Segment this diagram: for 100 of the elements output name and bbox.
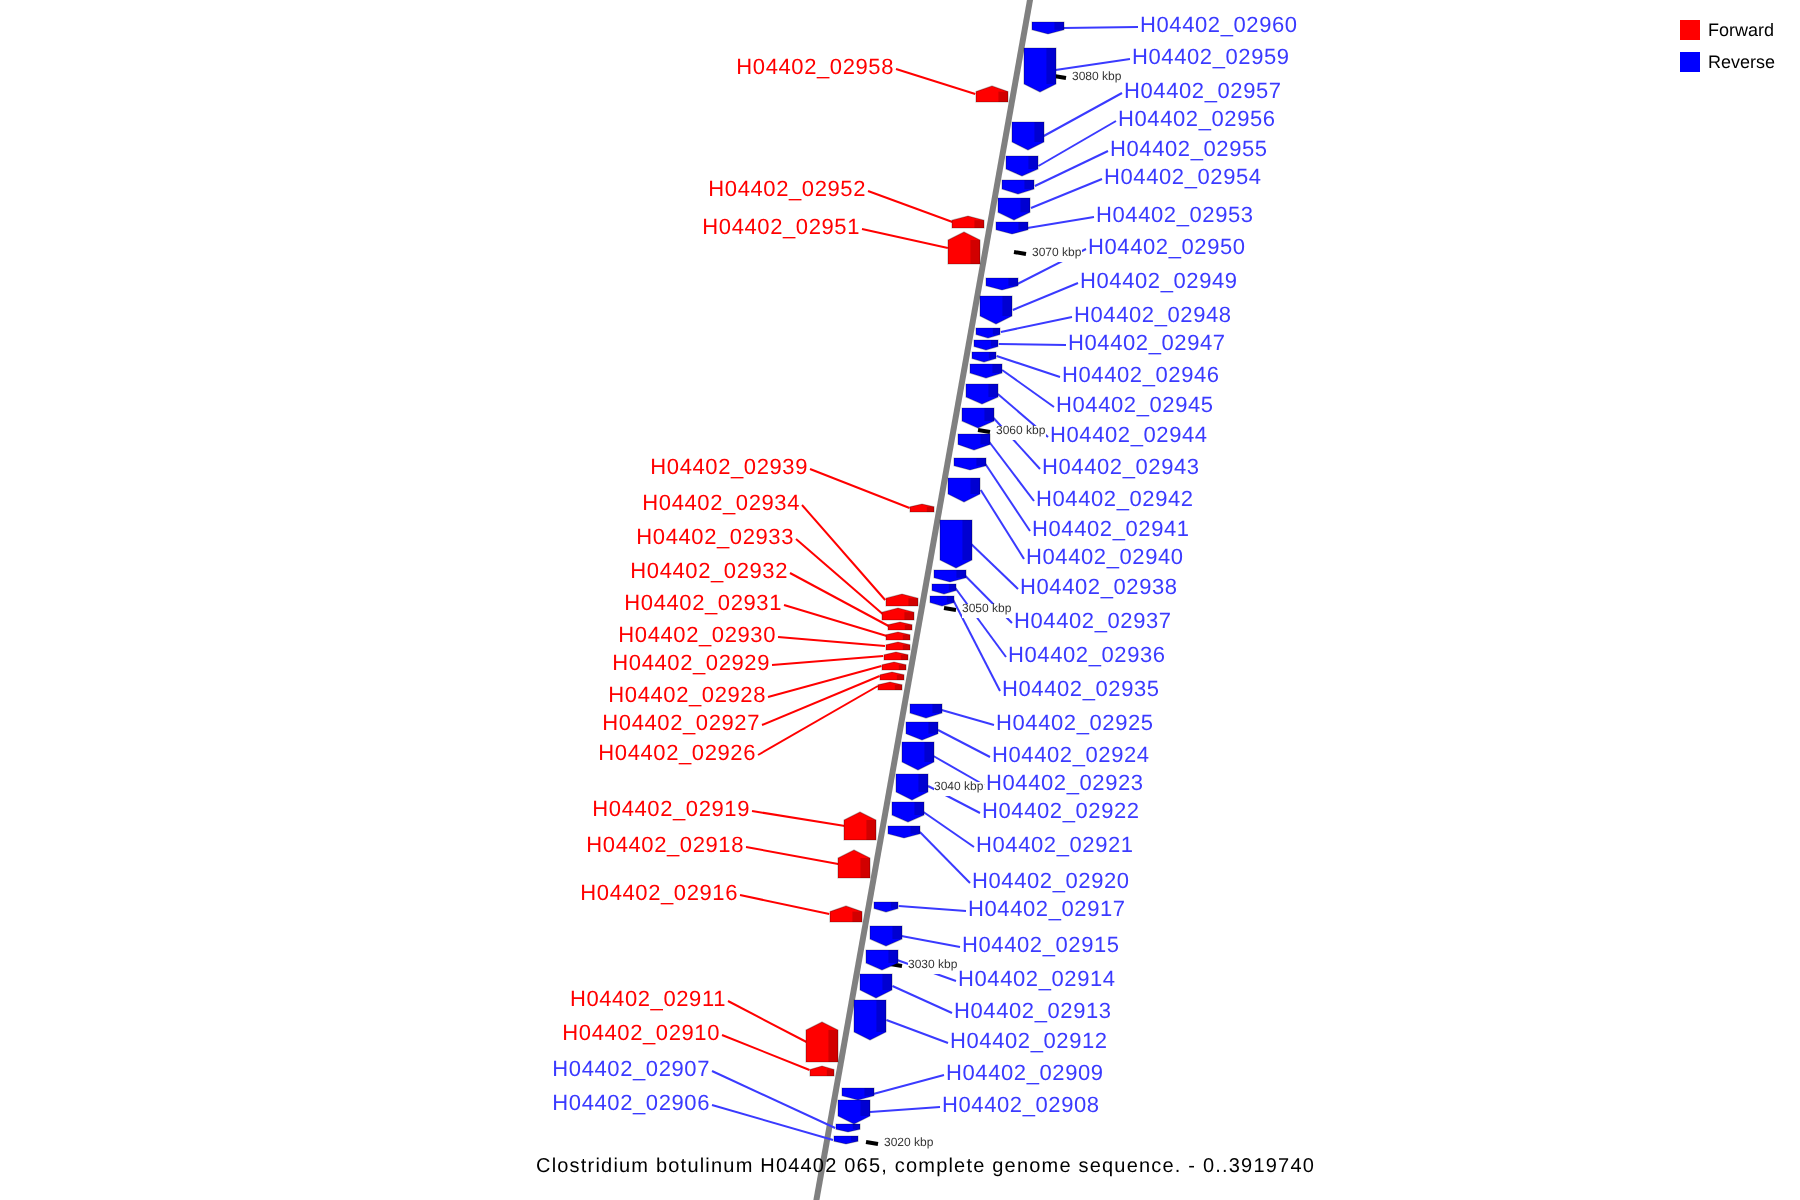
gene-block [881, 662, 906, 670]
gene-label: H04402_02921 [976, 834, 1134, 860]
legend-label: Forward [1708, 20, 1775, 42]
gene-block [995, 222, 1028, 234]
gene-label: H04402_02914 [958, 968, 1116, 994]
gene-label: H04402_02928 [608, 684, 766, 710]
leader-line [872, 1074, 945, 1095]
gene-block [879, 672, 904, 680]
gene-block [1011, 122, 1044, 150]
gene-block [957, 434, 990, 450]
gene-block [854, 1000, 887, 1040]
leader-line [900, 935, 961, 948]
gene-label: H04402_02945 [1056, 394, 1214, 420]
gene-label: H04402_02920 [972, 870, 1130, 896]
leader-line [896, 959, 957, 982]
gene-label: H04402_02929 [612, 652, 770, 678]
gene-label: H04402_02960 [1140, 14, 1298, 40]
gene-label: H04402_02927 [602, 712, 760, 738]
leader-line [999, 316, 1073, 333]
gene-block [882, 608, 915, 620]
leader-line [801, 504, 887, 601]
leader-line [867, 190, 954, 223]
leader-line [952, 599, 1001, 692]
leader-line [927, 785, 981, 814]
gene-block [931, 583, 956, 593]
leader-line [964, 575, 1013, 624]
gene-label: H04402_02943 [1042, 456, 1200, 482]
leader-line [984, 463, 1031, 532]
leader-line [795, 538, 884, 615]
gene-label: H04402_02930 [618, 624, 776, 650]
gene-block [841, 1088, 874, 1100]
leader-line [869, 1106, 941, 1113]
leader-line [1001, 369, 1055, 408]
leader-line [1054, 58, 1131, 71]
leader-line [761, 675, 881, 726]
gene-block [877, 682, 902, 690]
gene-block [883, 652, 908, 660]
gene-label: H04402_02959 [1132, 46, 1290, 72]
gene-label: H04402_02944 [1050, 424, 1208, 450]
leader-line [1042, 92, 1123, 137]
gene-block [885, 642, 909, 650]
gene-label: H04402_02934 [642, 492, 800, 518]
gene-label: H04402_02908 [942, 1094, 1100, 1120]
gene-block [860, 974, 893, 998]
gene-block [885, 594, 918, 606]
gene-block [961, 408, 994, 428]
gene-block [972, 351, 997, 361]
legend-label: Reverse [1708, 52, 1776, 74]
gene-block [887, 826, 920, 838]
gene-label: H04402_02906 [552, 1092, 710, 1118]
leader-line [721, 1034, 811, 1071]
gene-block [896, 773, 929, 799]
leader-line [727, 1000, 808, 1043]
leader-line [1011, 282, 1079, 311]
gene-label: H04402_02936 [1008, 644, 1166, 670]
gene-label: H04402_02954 [1104, 166, 1262, 192]
gene-label: H04402_02932 [630, 560, 788, 586]
leader-line [861, 228, 949, 249]
gene-block [909, 703, 942, 717]
leader-line [751, 810, 846, 827]
gene-block [809, 1065, 834, 1075]
gene-block [1023, 48, 1056, 92]
leader-line [937, 729, 991, 758]
gene-block [874, 901, 899, 911]
gene-label: H04402_02925 [996, 712, 1154, 738]
gene-block [886, 632, 911, 640]
gene-block [1006, 156, 1039, 176]
gene-label: H04402_02919 [592, 798, 750, 824]
gene-label: H04402_02947 [1068, 332, 1226, 358]
gene-label: H04402_02916 [580, 882, 738, 908]
leader-line [739, 894, 831, 915]
gene-label: H04402_02918 [586, 834, 744, 860]
gene-block [1002, 179, 1035, 193]
gene-block [838, 850, 871, 878]
gene-block [953, 458, 986, 470]
gene-block [975, 86, 1008, 102]
gene-block [985, 278, 1018, 290]
gene-label: H04402_02948 [1074, 304, 1232, 330]
gene-label: H04402_02922 [982, 800, 1140, 826]
leader-line [897, 905, 967, 912]
gene-label: H04402_02938 [1020, 576, 1178, 602]
leader-line [891, 985, 953, 1014]
leader-line [783, 604, 888, 637]
gene-label: H04402_02952 [708, 178, 866, 204]
gene-label: H04402_02941 [1032, 518, 1190, 544]
gene-block [965, 384, 998, 404]
caption: Clostridium botulinum H04402 065, complete genome sequence. - 0..3919740 [536, 1156, 1316, 1180]
leader-line [757, 685, 879, 756]
leader-line [885, 1019, 949, 1044]
gene-block [998, 197, 1031, 219]
gene-label: H04402_02939 [650, 456, 808, 482]
leader-line [996, 393, 1049, 438]
gene-block [974, 339, 999, 349]
gene-block [909, 504, 934, 512]
gene-block [833, 1136, 858, 1144]
leader-line [745, 846, 840, 865]
leader-line [1037, 120, 1117, 167]
leader-line [1029, 178, 1103, 209]
leader-line [777, 636, 886, 647]
gene-label: H04402_02917 [968, 898, 1126, 924]
